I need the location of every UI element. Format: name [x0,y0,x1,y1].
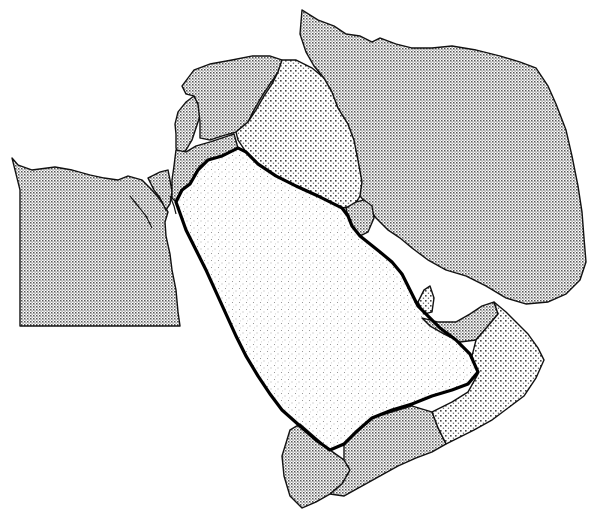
region-syria [181,55,283,141]
region-yemen-south [329,405,447,497]
region-oman [431,301,545,445]
gulf-of-suez-line [129,195,153,229]
gulf-of-aqaba-line [169,195,177,215]
region-iran [299,9,587,305]
region-egypt [11,157,181,327]
saudi-border-outline [174,146,480,452]
